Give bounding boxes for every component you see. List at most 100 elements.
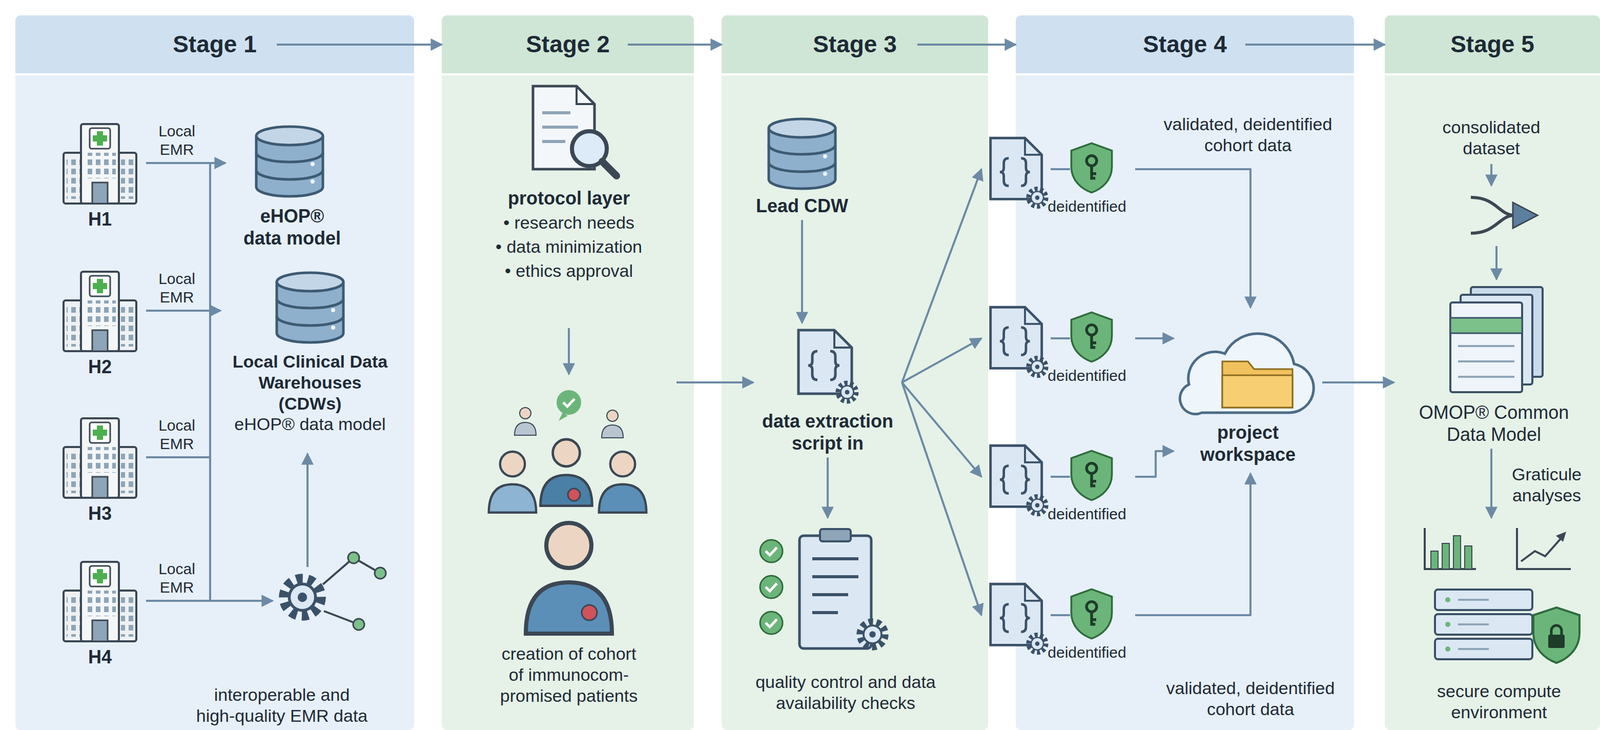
flow-arrow (801, 219, 804, 323)
flow-arrow (146, 161, 226, 164)
deidentified-file: deidentified (981, 302, 1136, 388)
deidentified-file-icon (1071, 588, 1112, 639)
patient-cohort-illustration (540, 439, 593, 506)
integration-gear (283, 551, 386, 630)
flow-arrow (676, 381, 754, 384)
deidentified-file-icon (1071, 312, 1112, 362)
stage-panel-ground (721, 15, 989, 74)
merge-dataset-label: consolidated dataset (1418, 116, 1565, 159)
database-label: eHOP® data model (234, 413, 386, 435)
data-model-stack-label: OMOP® Common Data Model (1406, 401, 1582, 446)
cloud-workspace-icon (1179, 333, 1314, 415)
patient-cohort-illustration (558, 412, 568, 421)
stage-panel: Stage 1interoperable and high-quality EM… (15, 15, 415, 730)
merge-icon (1490, 163, 1493, 186)
note-label: validated, deidentified cohort data (1142, 113, 1353, 156)
integration-gear (347, 551, 360, 564)
integration-gear (353, 618, 365, 630)
stage-panel-ground (15, 15, 415, 74)
cloud-workspace-icon (1222, 361, 1293, 408)
edge-label: Local EMR (152, 416, 202, 454)
protocol-document-label: • ethics approval (504, 260, 633, 282)
patient-cohort-illustration (567, 488, 581, 501)
database: Local Clinical Data Warehouses (CDWs)eHO… (220, 266, 400, 438)
deidentified-file-icon (990, 137, 1047, 207)
stage-panel: Stage 3Lead CDWdata extraction script in… (721, 15, 989, 730)
header-flow-line (917, 43, 989, 46)
protocol-document-label: • research needs (503, 212, 635, 234)
stage-panel-ground (15, 15, 415, 730)
secure-compute-icon (1458, 599, 1489, 649)
deidentified-file-icon (1071, 142, 1112, 193)
integration-gear (322, 557, 381, 625)
secure-compute-icon (1464, 545, 1472, 569)
protocol-document: protocol layer• research needs• data min… (461, 81, 677, 328)
flow-arrow (1354, 43, 1385, 46)
stage-panel-ground (1384, 73, 1600, 76)
stage-panel-ground (721, 56, 989, 74)
stage-panel-ground (15, 56, 415, 74)
patient-cohort-illustration (525, 522, 612, 634)
deidentified-file-icon (990, 306, 1047, 376)
flow-arrow (988, 43, 1016, 46)
database-label: Lead CDW (755, 194, 849, 217)
flow-arrow (146, 310, 221, 601)
note-label-box: validated, deidentified cohort data (1142, 113, 1353, 156)
deidentified-file-label: deidentified (1047, 643, 1126, 662)
flow-arrow (1135, 337, 1174, 340)
hospital-icon (63, 124, 137, 204)
merge-icon (1470, 197, 1515, 234)
secure-compute-icon (1453, 535, 1461, 569)
data-model-stack-icon (1458, 345, 1515, 377)
deidentified-file: deidentified (981, 579, 1136, 665)
quality-checklist-label: quality control and data availability ch… (755, 671, 936, 714)
quality-checklist-icon (819, 528, 851, 542)
hospital: H3 (53, 412, 147, 528)
stage-panel-ground (1384, 15, 1600, 730)
flow-arrow (414, 43, 442, 46)
deidentified-file-label: deidentified (1047, 197, 1126, 216)
stage-panel-ground (441, 15, 694, 74)
hospital-label: H2 (88, 355, 112, 378)
stage-title: Stage 1 (172, 30, 257, 59)
protocol-document-icon (542, 112, 579, 142)
protocol-document-label: • data minimization (495, 236, 643, 258)
patient-cohort-illustration (488, 451, 537, 513)
hospital-icon (63, 124, 137, 642)
stage-caption: validated, deidentified cohort data (1140, 677, 1361, 720)
merge-icon (1470, 163, 1538, 234)
flow-arrow (567, 327, 570, 375)
stage-panel-ground (721, 15, 989, 730)
flow-arrow (901, 382, 982, 477)
edge-label: Local EMR (152, 559, 202, 597)
integration-gear (374, 567, 386, 579)
stage-header: Stage 3 (721, 15, 989, 74)
patient-cohort-illustration (581, 604, 598, 621)
flow-arrow (1495, 245, 1498, 280)
database: Lead CDW (745, 112, 859, 220)
secure-compute-icon (1516, 527, 1571, 569)
secure-compute-icon (1533, 607, 1580, 663)
flow-arrow (1322, 381, 1394, 384)
quality-checklist-icon (859, 621, 886, 648)
edge-label: Local EMR (152, 121, 202, 159)
flow-arrow (1490, 448, 1493, 518)
stage-panel-ground (721, 73, 989, 76)
edge-label-box: Local EMR (152, 559, 202, 597)
stage-panel: Stage 2protocol layer• research needs• d… (441, 15, 694, 730)
edge-label-box: Graticule analyses (1500, 463, 1593, 506)
header-flow-line (276, 43, 415, 46)
data-model-stack-icon (1450, 317, 1523, 334)
header-flow-line (627, 43, 694, 46)
flow-arrow (901, 338, 982, 383)
edge-label-box: Local EMR (152, 269, 202, 307)
cloud-workspace-icon (1222, 375, 1293, 408)
hospital-icon (63, 418, 137, 498)
stage-caption-box: validated, deidentified cohort data (1140, 677, 1361, 720)
deidentified-file-label: deidentified (1047, 366, 1126, 385)
secure-compute: secure compute environment (1404, 517, 1594, 726)
stage-title: Stage 3 (812, 30, 897, 59)
stage-panel-ground (15, 73, 415, 76)
hospital-label: H4 (88, 645, 112, 668)
edge-label-box: Local EMR (152, 121, 202, 159)
